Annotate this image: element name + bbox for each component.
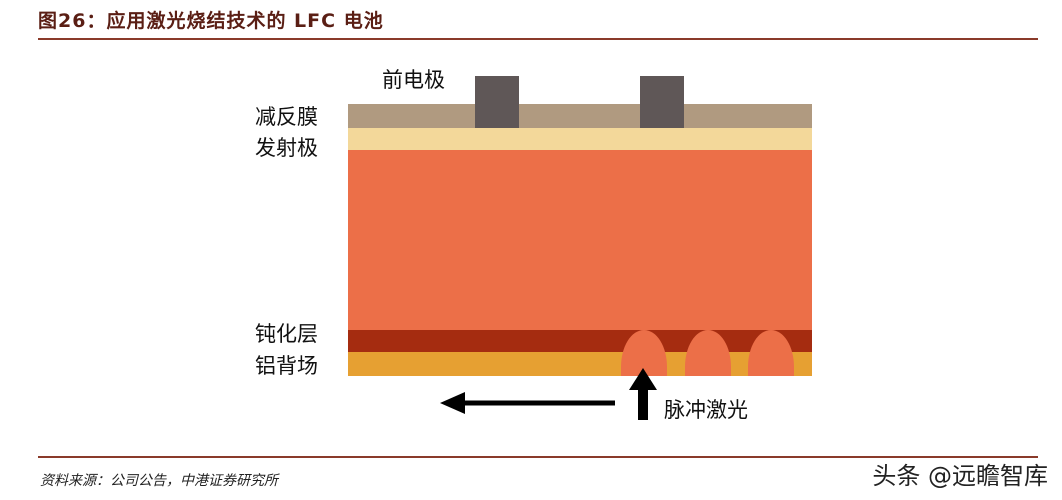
emitter-layer (348, 128, 812, 150)
label-anti-reflection: 减反膜 (255, 105, 318, 129)
scan-direction-arrow-icon (440, 392, 615, 414)
laser-pulse-arrow-icon (629, 368, 657, 420)
label-front-electrode: 前电极 (382, 68, 445, 92)
front-electrode (475, 76, 519, 128)
al-bsf-layer (348, 352, 812, 376)
label-al-bsf: 铝背场 (255, 354, 318, 378)
base-layer (348, 150, 812, 330)
figure-title: 图26：应用激光烧结技术的 LFC 电池 (38, 10, 384, 32)
anti-reflection-layer (348, 104, 812, 128)
source-note: 资料来源：公司公告，中港证券研究所 (40, 473, 278, 489)
footer-divider (38, 456, 1038, 458)
label-emitter: 发射极 (255, 136, 318, 160)
title-divider (38, 38, 1038, 40)
label-passivation: 钝化层 (255, 322, 318, 346)
front-electrode (640, 76, 684, 128)
label-pulse-laser: 脉冲激光 (664, 398, 748, 422)
watermark: 头条 @远瞻智库 (872, 462, 1048, 490)
